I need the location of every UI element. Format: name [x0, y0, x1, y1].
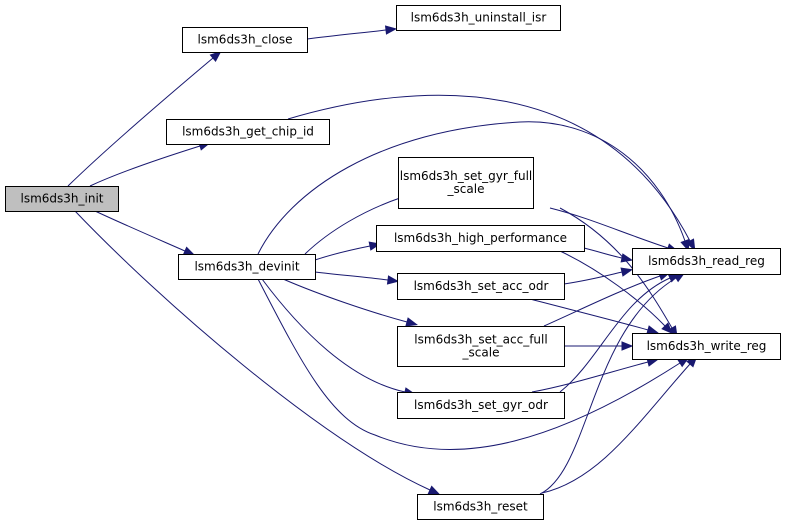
node-box: [632, 333, 781, 360]
edge-line: [549, 207, 669, 249]
node-label: _scale: [462, 346, 500, 360]
node-high-performance[interactable]: lsm6ds3h_high_performance: [376, 225, 585, 252]
edge-line: [282, 278, 408, 323]
edge-init-to-reset: [74, 210, 441, 495]
edge-line: [89, 145, 201, 187]
node-box: [398, 157, 534, 209]
edge-line: [257, 278, 681, 450]
edge-reset-to-read-reg: [539, 272, 686, 495]
node-label: lsm6ds3h_write_reg: [647, 339, 767, 353]
edge-set-acc-odr-to-read-reg: [563, 267, 634, 285]
edge-line: [541, 363, 691, 494]
arrowhead-icon: [661, 322, 673, 335]
edge-high-performance-to-write-reg: [559, 250, 673, 335]
node-box: [396, 5, 561, 31]
edge-line: [287, 94, 691, 242]
edge-devinit-to-high-performance: [314, 241, 382, 261]
arrowhead-icon: [646, 325, 659, 335]
node-set-acc-full-scale[interactable]: lsm6ds3h_set_acc_full_scale: [397, 326, 565, 367]
edge-line: [94, 210, 186, 252]
node-box: [376, 225, 585, 252]
edge-close-to-uninstall-isr: [306, 25, 398, 40]
arrowhead-icon: [386, 275, 400, 285]
node-box: [632, 248, 781, 275]
node-label: lsm6ds3h_read_reg: [648, 254, 765, 268]
node-label: lsm6ds3h_uninstall_isr: [411, 11, 547, 25]
node-label: lsm6ds3h_set_acc_full: [414, 333, 547, 347]
edge-line: [257, 121, 686, 255]
node-label: lsm6ds3h_devinit: [194, 260, 299, 274]
node-label: lsm6ds3h_get_chip_id: [182, 125, 314, 139]
arrowhead-icon: [405, 317, 418, 327]
node-label: lsm6ds3h_reset: [433, 500, 528, 514]
arrowhead-icon: [680, 238, 690, 252]
node-label: lsm6ds3h_init: [21, 192, 104, 206]
edge-line: [314, 245, 371, 261]
edge-line: [67, 57, 214, 187]
edge-line: [314, 271, 389, 281]
edge-line: [563, 271, 623, 285]
arrowhead-icon: [384, 25, 398, 35]
edge-line: [261, 278, 406, 393]
node-box: [178, 254, 316, 280]
arrowhead-icon: [620, 253, 634, 263]
edge-line: [583, 247, 623, 259]
edge-set-acc-full-scale-to-write-reg: [564, 341, 634, 351]
node-devinit[interactable]: lsm6ds3h_devinit: [178, 254, 316, 280]
node-get-chip-id[interactable]: lsm6ds3h_get_chip_id: [166, 119, 330, 145]
edge-line: [559, 250, 666, 327]
edge-devinit-to-set-acc-full-scale: [282, 278, 418, 327]
node-label: lsm6ds3h_set_acc_odr: [414, 279, 549, 293]
edge-line: [306, 29, 387, 40]
edge-init-to-devinit: [94, 210, 196, 256]
node-box: [397, 273, 565, 300]
node-read-reg[interactable]: lsm6ds3h_read_reg: [632, 248, 781, 275]
edge-devinit-to-set-acc-odr: [314, 271, 400, 285]
node-reset[interactable]: lsm6ds3h_reset: [417, 494, 544, 520]
node-label: lsm6ds3h_set_gyr_odr: [414, 398, 548, 412]
node-set-gyr-full-scale[interactable]: lsm6ds3h_set_gyr_full_scale: [398, 157, 534, 209]
edge-devinit-to-set-gyr-odr: [261, 278, 417, 397]
arrowhead-icon: [621, 341, 634, 351]
node-box: [397, 392, 565, 419]
node-label: lsm6ds3h_set_gyr_full: [400, 169, 533, 183]
edge-init-to-close: [67, 50, 222, 187]
node-set-acc-odr[interactable]: lsm6ds3h_set_acc_odr: [397, 273, 565, 300]
nodes-layer: lsm6ds3h_init lsm6ds3h_close lsm6ds3h_unin…: [5, 5, 781, 520]
node-box: [417, 494, 544, 520]
node-uninstall-isr[interactable]: lsm6ds3h_uninstall_isr: [396, 5, 561, 31]
edges-layer: [67, 25, 698, 495]
arrowhead-icon: [209, 50, 222, 62]
node-box: [397, 326, 565, 367]
node-init[interactable]: lsm6ds3h_init: [5, 186, 119, 212]
arrowhead-icon: [182, 246, 196, 256]
arrowhead-icon: [427, 485, 441, 495]
node-label: lsm6ds3h_high_performance: [394, 231, 567, 245]
node-label: lsm6ds3h_close: [198, 33, 293, 47]
edge-reset-to-write-reg: [541, 355, 698, 494]
node-write-reg[interactable]: lsm6ds3h_write_reg: [632, 333, 781, 360]
node-box: [166, 119, 330, 145]
node-box: [182, 27, 308, 53]
edge-devinit-to-read-reg: [257, 121, 690, 255]
arrowhead-icon: [620, 267, 634, 277]
node-box: [5, 186, 119, 212]
edge-line: [304, 197, 401, 255]
edge-line: [539, 277, 677, 495]
edge-line: [531, 361, 649, 393]
edge-high-performance-to-read-reg: [583, 247, 634, 263]
edge-line: [74, 210, 431, 491]
node-close[interactable]: lsm6ds3h_close: [182, 27, 308, 53]
edge-line: [543, 275, 661, 327]
edge-line: [529, 298, 649, 331]
node-label: _scale: [447, 182, 485, 196]
node-set-gyr-odr[interactable]: lsm6ds3h_set_gyr_odr: [397, 392, 565, 419]
edge-line: [559, 277, 671, 393]
edge-line: [559, 207, 673, 329]
